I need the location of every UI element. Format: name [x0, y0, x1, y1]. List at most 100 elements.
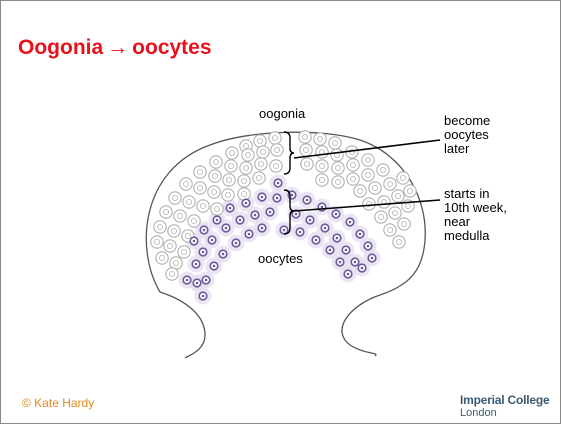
- oogonium-cell: [329, 137, 341, 149]
- oogonium-cell: [168, 225, 180, 237]
- oogonium-cell: [226, 147, 238, 159]
- oocyte-nucleus: [329, 249, 332, 252]
- oocyte-nucleus: [239, 219, 242, 222]
- oocyte-nucleus: [315, 239, 318, 242]
- oogonium-cell: [332, 176, 344, 188]
- oocyte-nucleus: [261, 227, 264, 230]
- oocyte-nucleus: [186, 279, 189, 282]
- oogonium-cell: [397, 172, 409, 184]
- imperial-college-logo: Imperial College London: [460, 393, 555, 419]
- oogonium-cell: [332, 162, 344, 174]
- oocyte-nucleus: [277, 182, 280, 185]
- oogonium-cell: [362, 154, 374, 166]
- oogonium-cell: [384, 178, 396, 190]
- oogonium-cell: [160, 206, 172, 218]
- oocyte-nucleus: [205, 279, 208, 282]
- oogonium-cell: [169, 192, 181, 204]
- oogonium-cell: [301, 158, 313, 170]
- oocyte-nucleus: [261, 196, 264, 199]
- oocyte-nucleus: [196, 282, 199, 285]
- oogonium-cell: [316, 146, 328, 158]
- oogonium-cell: [299, 131, 311, 143]
- oocyte-nucleus: [254, 214, 257, 217]
- oocyte-nucleus: [354, 261, 357, 264]
- oocyte-nucleus: [202, 295, 205, 298]
- oogonium-cell: [393, 236, 405, 248]
- oocyte-nucleus: [324, 227, 327, 230]
- oocyte-nucleus: [195, 263, 198, 266]
- oocyte-nucleus: [309, 219, 312, 222]
- oocyte-nucleus: [371, 257, 374, 260]
- oogonium-cell: [194, 166, 206, 178]
- label-oocytes: oocytes: [258, 252, 303, 266]
- oogonium-cell: [316, 174, 328, 186]
- oogonium-cell: [347, 159, 359, 171]
- oocyte-nucleus: [291, 194, 294, 197]
- oogonium-cell: [362, 169, 374, 181]
- oocyte-nucleus: [336, 237, 339, 240]
- oogonium-cell: [316, 160, 328, 172]
- oocyte-nucleus: [299, 231, 302, 234]
- oogonium-cell: [238, 188, 250, 200]
- oocyte-nucleus: [359, 233, 362, 236]
- oocyte-nucleus: [339, 261, 342, 264]
- oogonium-cell: [154, 221, 166, 233]
- oocyte-nucleus: [245, 202, 248, 205]
- oogonium-cell: [384, 224, 396, 236]
- oogonium-cell: [225, 160, 237, 172]
- oogonium-cell: [209, 170, 221, 182]
- oogonium-cell: [392, 190, 404, 202]
- oogonium-cell: [363, 198, 375, 210]
- oocyte-nucleus: [203, 229, 206, 232]
- oogonium-cell: [166, 268, 178, 280]
- oogonium-cell: [389, 207, 401, 219]
- oocyte-nucleus: [225, 227, 228, 230]
- oogonium-cell: [254, 135, 266, 147]
- oogonium-cell: [331, 149, 343, 161]
- oogonium-cell: [164, 240, 176, 252]
- oocyte-nucleus: [283, 229, 286, 232]
- oogonium-cell: [398, 218, 410, 230]
- oogonium-cell: [194, 182, 206, 194]
- oogonium-cell: [174, 210, 186, 222]
- oogonium-cell: [242, 149, 254, 161]
- oogonium-cell: [188, 215, 200, 227]
- oogonium-cell: [270, 160, 282, 172]
- oocyte-nucleus: [321, 206, 324, 209]
- oogonium-cell: [314, 133, 326, 145]
- oogonium-cell: [269, 132, 281, 144]
- oocyte-nucleus: [216, 219, 219, 222]
- oocyte-nucleus: [335, 213, 338, 216]
- oogonium-cell: [183, 196, 195, 208]
- oogonium-cell: [197, 200, 209, 212]
- oogonium-cell: [223, 174, 235, 186]
- oocyte-nucleus: [306, 199, 309, 202]
- oogonium-cell: [300, 144, 312, 156]
- copyright-text: © Kate Hardy: [22, 396, 94, 410]
- logo-line-2: London: [460, 407, 555, 419]
- oogonium-cell: [151, 236, 163, 248]
- oocyte-nucleus: [211, 239, 214, 242]
- oogonium-cell: [257, 146, 269, 158]
- oocyte-nucleus: [202, 251, 205, 254]
- oocyte-nucleus: [222, 253, 225, 256]
- oogonium-cell: [369, 182, 381, 194]
- oogonium-cell: [253, 172, 265, 184]
- oocyte-nucleus: [235, 242, 238, 245]
- oocyte-nucleus: [367, 245, 370, 248]
- oogonia-bracket: [284, 132, 294, 174]
- oogonium-cell: [222, 189, 234, 201]
- oogonium-cell: [238, 175, 250, 187]
- oogonium-cell: [404, 185, 416, 197]
- logo-line-1: Imperial College: [460, 393, 555, 407]
- oogonium-cell: [240, 162, 252, 174]
- oocyte-nucleus: [349, 221, 352, 224]
- oocyte-nucleus: [361, 267, 364, 270]
- oogonium-cell: [178, 246, 190, 258]
- oogonium-cell: [211, 203, 223, 215]
- oocyte-nucleus: [213, 265, 216, 268]
- oogonium-cell: [354, 185, 366, 197]
- oogonium-cell: [156, 252, 168, 264]
- oocyte-nucleus: [269, 211, 272, 214]
- label-oogonia: oogonia: [259, 107, 305, 121]
